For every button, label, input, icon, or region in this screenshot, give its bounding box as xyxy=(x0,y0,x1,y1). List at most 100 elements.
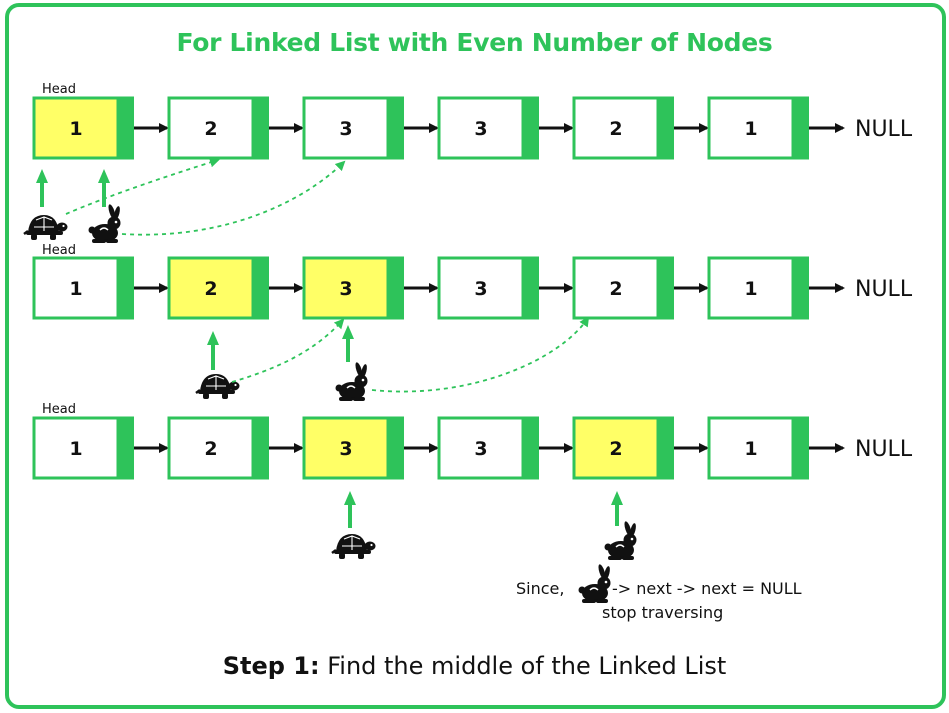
rabbit-foot xyxy=(596,599,608,603)
tortoise-icon xyxy=(23,215,68,240)
list-node-next-tab xyxy=(253,96,269,160)
note-since: Since, xyxy=(516,579,564,598)
list-node-value: 1 xyxy=(69,438,82,460)
rabbit-head xyxy=(623,533,637,547)
list-node-value: 2 xyxy=(204,438,217,460)
tortoise-leg xyxy=(31,234,37,240)
list-node-value: 3 xyxy=(474,278,487,300)
list-node-next-tab xyxy=(793,256,809,320)
list-node-value: 1 xyxy=(69,278,82,300)
list-node-next-tab xyxy=(793,96,809,160)
list-node-next-tab xyxy=(388,96,404,160)
list-node-next-tab xyxy=(253,256,269,320)
tortoise-belly xyxy=(334,550,371,554)
rabbit-foot xyxy=(353,397,365,401)
tortoise-eye xyxy=(62,224,65,228)
rabbit-ear xyxy=(598,564,606,580)
rabbit-icon xyxy=(88,204,121,243)
rabbit-leg-line xyxy=(589,587,599,591)
rabbit-ear xyxy=(108,204,116,220)
list-node-value: 2 xyxy=(204,278,217,300)
tortoise-leg xyxy=(358,553,364,559)
rabbit-ear xyxy=(114,206,120,220)
rabbit-ear xyxy=(630,523,636,537)
list-node-box xyxy=(437,256,525,320)
rabbit-foot xyxy=(622,556,634,560)
list-node-next-tab xyxy=(658,256,674,320)
rabbit-leg-line xyxy=(99,227,109,231)
list-node-next-tab xyxy=(523,416,539,480)
list-node-box xyxy=(167,96,255,160)
list-node-next-tab xyxy=(658,416,674,480)
null-label: NULL xyxy=(855,117,913,142)
head-label: Head xyxy=(42,402,76,417)
head-label: Head xyxy=(42,243,76,258)
tortoise-eye xyxy=(234,383,237,387)
list-node-value: 2 xyxy=(609,278,622,300)
rabbit-foot xyxy=(339,397,353,401)
rabbit-eye xyxy=(361,378,365,382)
list-node-value: 1 xyxy=(744,118,757,140)
tortoise-shell-pattern xyxy=(34,216,54,231)
rabbit-foot xyxy=(608,556,622,560)
list-node-box xyxy=(437,96,525,160)
tortoise-head xyxy=(364,541,376,551)
list-node-box xyxy=(707,96,795,160)
tortoise-leg xyxy=(222,393,228,399)
list-node-box xyxy=(167,416,255,480)
list-node-next-tab xyxy=(388,416,404,480)
rabbit-icon xyxy=(335,362,368,401)
list-node-next-tab xyxy=(118,256,134,320)
head-label: Head xyxy=(42,82,76,97)
list-node-value: 3 xyxy=(339,438,352,460)
rabbit-eye xyxy=(630,537,634,541)
rabbit-head xyxy=(597,576,611,590)
list-node-next-tab xyxy=(523,256,539,320)
tortoise-belly xyxy=(26,231,63,235)
rabbit-ear xyxy=(361,364,367,378)
list-node-value: 2 xyxy=(609,118,622,140)
list-node-next-tab xyxy=(118,96,134,160)
list-node-next-tab xyxy=(253,416,269,480)
note-rabbit-icon xyxy=(578,564,611,603)
rabbit-head xyxy=(354,374,368,388)
rabbit-leg-line xyxy=(615,544,625,548)
null-label: NULL xyxy=(855,437,913,462)
list-node-next-tab xyxy=(118,416,134,480)
tortoise-icon xyxy=(195,374,240,399)
list-node-box xyxy=(167,256,255,320)
footer-caption: Step 1: Find the middle of the Linked Li… xyxy=(0,652,949,680)
list-node-box xyxy=(707,256,795,320)
tortoise-belly xyxy=(198,390,235,394)
list-node-value: 1 xyxy=(744,278,757,300)
rabbit-foot xyxy=(582,599,596,603)
list-node-next-tab xyxy=(523,96,539,160)
rabbit-foot xyxy=(92,239,106,243)
tortoise-head xyxy=(56,222,68,232)
slow-move-arrow xyxy=(65,157,220,215)
list-node-value: 2 xyxy=(609,438,622,460)
note-condition: -> next -> next = NULL xyxy=(612,579,802,598)
rabbit-eye xyxy=(604,580,608,584)
rabbit-tail xyxy=(88,226,96,234)
tortoise-shell-pattern xyxy=(206,375,226,390)
list-node-box xyxy=(302,416,390,480)
rabbit-tail xyxy=(604,543,612,551)
tortoise-tail xyxy=(195,389,201,394)
slow-move-arrow xyxy=(231,318,345,383)
list-node-value: 3 xyxy=(474,118,487,140)
tortoise-leg xyxy=(50,234,56,240)
fast-move-arrow xyxy=(121,160,346,236)
fast-move-arrow xyxy=(371,316,590,393)
rabbit-eye xyxy=(114,220,118,224)
tortoise-leg xyxy=(339,553,345,559)
rabbit-ear xyxy=(355,362,363,378)
list-node-value: 3 xyxy=(339,118,352,140)
list-node-value: 3 xyxy=(339,278,352,300)
tortoise-head xyxy=(228,381,240,391)
tortoise-tail xyxy=(331,549,337,554)
rabbit-leg-line xyxy=(346,385,356,389)
rabbit-ear xyxy=(624,521,632,537)
list-node-box xyxy=(572,96,660,160)
